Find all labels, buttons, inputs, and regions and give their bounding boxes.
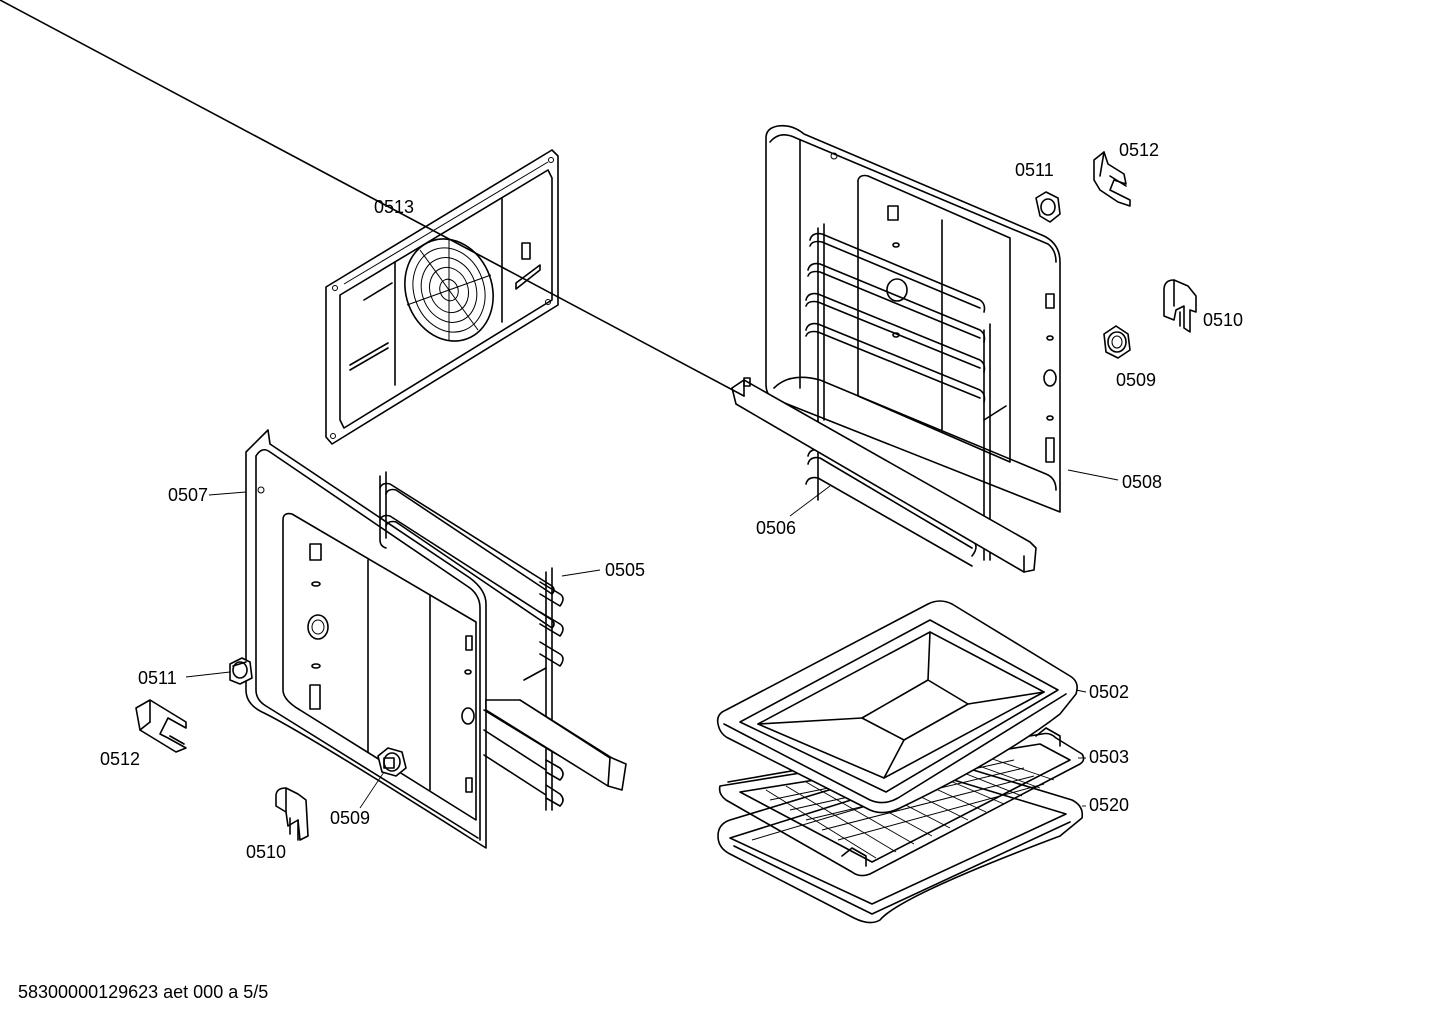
rear-fan-panel-0513 bbox=[325, 149, 559, 445]
label-0507: 0507 bbox=[168, 485, 208, 505]
left-shelf-rail-0505 bbox=[379, 471, 627, 811]
label-0510-left: 0510 bbox=[246, 842, 286, 862]
left-side-panel-0507 bbox=[245, 429, 487, 849]
label-0509-left: 0509 bbox=[330, 808, 370, 828]
label-0505: 0505 bbox=[605, 560, 645, 580]
lamp-holder-0509-right bbox=[1103, 325, 1131, 359]
right-side-panel-0508 bbox=[765, 124, 1061, 513]
label-0520: 0520 bbox=[1089, 795, 1129, 815]
clip-0512-right bbox=[1093, 151, 1131, 207]
label-0502: 0502 bbox=[1089, 682, 1129, 702]
label-0511-left: 0511 bbox=[138, 668, 177, 688]
label-0510-right: 0510 bbox=[1203, 310, 1243, 330]
label-0512-right: 0512 bbox=[1119, 140, 1159, 160]
right-shelf-rail-0506 bbox=[0, 0, 1037, 573]
roasting-pan-0502 bbox=[716, 600, 1078, 814]
clip-0512-left bbox=[135, 699, 187, 753]
bracket-0510-right bbox=[1163, 279, 1197, 333]
bracket-0510-left bbox=[275, 787, 309, 841]
document-reference: 58300000129623 aet 000 a 5/5 bbox=[18, 982, 268, 1002]
label-0509-right: 0509 bbox=[1116, 370, 1156, 390]
lamp-holder-0511-left bbox=[229, 657, 253, 685]
label-0503: 0503 bbox=[1089, 747, 1129, 767]
label-0508: 0508 bbox=[1122, 472, 1162, 492]
label-0506: 0506 bbox=[756, 518, 796, 538]
label-0513: 0513 bbox=[374, 197, 414, 217]
label-0511-right: 0511 bbox=[1015, 160, 1054, 180]
lamp-holder-0511-right bbox=[1035, 191, 1061, 223]
label-0512-left: 0512 bbox=[100, 749, 140, 769]
lamp-holder-0509-left bbox=[377, 747, 407, 777]
